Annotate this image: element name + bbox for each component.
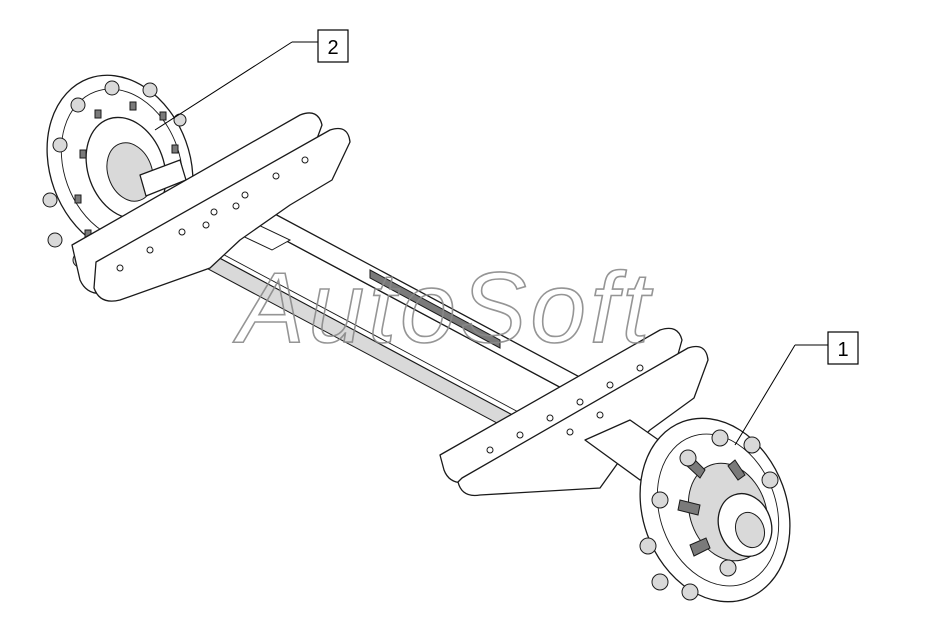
callout-2: 2	[154, 29, 349, 131]
callout-2-box	[317, 29, 349, 63]
right-plate-holes	[486, 364, 644, 454]
hub-right	[584, 417, 791, 603]
beam-stiffener	[369, 269, 501, 349]
callout-1-box	[827, 331, 859, 365]
left-mounting-plate	[71, 112, 351, 302]
right-wheel-nuts	[639, 429, 779, 601]
left-plate-holes	[116, 156, 309, 272]
callout-1: 1	[734, 331, 859, 446]
watermark-text: AutoSoft	[233, 252, 654, 364]
callout-1-label: 1	[837, 339, 848, 361]
callout-2-label: 2	[327, 37, 338, 59]
left-brake-drum-slots	[74, 101, 179, 239]
